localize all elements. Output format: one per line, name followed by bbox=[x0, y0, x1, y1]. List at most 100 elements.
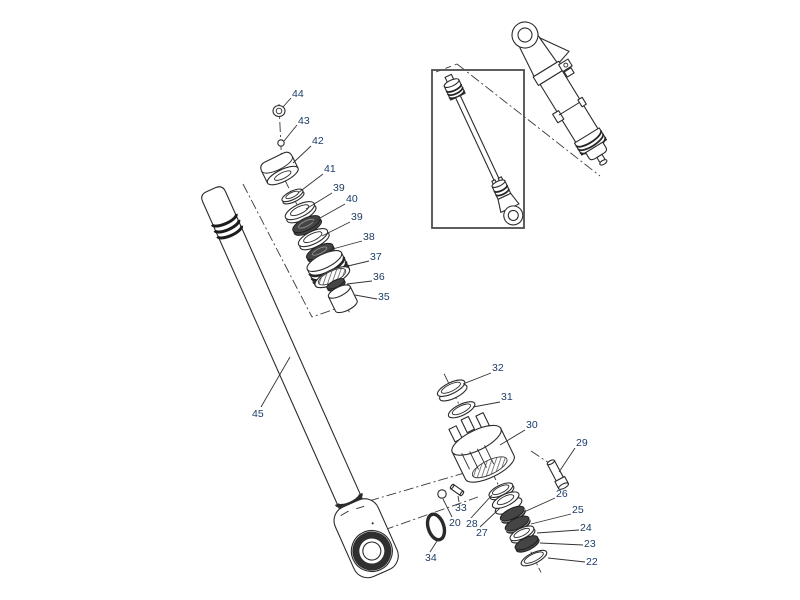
port-fitting bbox=[558, 58, 573, 73]
piston-top-face bbox=[306, 249, 343, 272]
socket-bolt bbox=[546, 459, 570, 490]
callout-38: 38 bbox=[363, 231, 375, 243]
seal-ring-25 bbox=[504, 515, 530, 532]
callout-29: 29 bbox=[576, 437, 588, 449]
port-hole bbox=[563, 62, 569, 68]
leader-lines bbox=[260, 97, 586, 563]
end-cap bbox=[585, 141, 608, 161]
construction-lines bbox=[242, 63, 601, 531]
port-fitting bbox=[563, 67, 575, 78]
callout-27: 27 bbox=[476, 527, 488, 539]
callout-44: 44 bbox=[292, 88, 304, 100]
seal-ring-39 bbox=[297, 228, 329, 248]
cylinder-rod bbox=[201, 186, 399, 579]
bolt-tip bbox=[546, 459, 556, 466]
mid-clamp bbox=[552, 110, 565, 124]
eye-head bbox=[497, 192, 520, 213]
inset bbox=[431, 69, 525, 229]
piston-top bbox=[443, 78, 460, 88]
callout-37: 37 bbox=[370, 251, 382, 263]
centerline-rod-projection bbox=[242, 183, 313, 318]
thread-band bbox=[210, 213, 238, 228]
callout-36: 36 bbox=[373, 271, 385, 283]
callout-26: 26 bbox=[556, 488, 568, 500]
pin-end bbox=[459, 490, 465, 497]
callout-23: 23 bbox=[584, 538, 596, 550]
callout-34: 34 bbox=[425, 552, 437, 564]
spacer-top bbox=[327, 284, 351, 299]
callout-40: 40 bbox=[346, 193, 358, 205]
callout-45: 45 bbox=[252, 408, 264, 420]
wiper-ring-22 bbox=[520, 549, 548, 567]
o-ring-31 bbox=[447, 401, 476, 419]
thread-band bbox=[213, 219, 241, 234]
stack-centerline bbox=[276, 162, 350, 313]
eye-bore-ring bbox=[352, 531, 392, 571]
gland-top bbox=[491, 179, 506, 189]
gland-band bbox=[577, 133, 605, 152]
clamp-lug bbox=[577, 96, 587, 108]
centerline-bolt bbox=[530, 450, 550, 464]
callout-41: 41 bbox=[324, 163, 336, 175]
gland-top-face bbox=[451, 424, 502, 456]
callout-39-upper: 39 bbox=[333, 182, 345, 194]
callout-25: 25 bbox=[572, 504, 584, 516]
callout-35: 35 bbox=[378, 291, 390, 303]
pin-end bbox=[449, 483, 455, 490]
eye-bore-hole bbox=[362, 541, 382, 561]
inset-box bbox=[431, 69, 525, 229]
o-ring-34 bbox=[425, 512, 447, 542]
head-dot bbox=[371, 522, 374, 525]
piston-band bbox=[447, 87, 464, 97]
callout-42: 42 bbox=[312, 135, 324, 147]
seal-ring-28-bore bbox=[491, 484, 510, 496]
callout-43: 43 bbox=[298, 115, 310, 127]
top-eye-bore bbox=[517, 27, 533, 43]
callout-28: 28 bbox=[466, 518, 478, 530]
centerline-inset-projection bbox=[456, 63, 601, 177]
rod-tube bbox=[201, 186, 363, 510]
spacer-body bbox=[327, 285, 358, 314]
rod-shaft bbox=[455, 95, 502, 186]
piston-stack bbox=[260, 151, 358, 314]
head-mark bbox=[356, 505, 365, 510]
callout-30: 30 bbox=[526, 419, 538, 431]
gland-band bbox=[493, 184, 508, 193]
seal-ring-40-bore bbox=[298, 218, 315, 229]
lock-nut-hole bbox=[275, 107, 283, 115]
eye-bore bbox=[507, 209, 519, 221]
cap-rim bbox=[261, 156, 293, 174]
callout-24: 24 bbox=[580, 522, 592, 534]
head-mark bbox=[340, 510, 349, 516]
seal-ring-39-bore bbox=[303, 231, 323, 244]
gland-thread-bore bbox=[471, 456, 508, 479]
steel-ball bbox=[437, 489, 447, 499]
lock-nut bbox=[272, 104, 286, 118]
o-ring-31-bore bbox=[451, 403, 471, 416]
gusset-plate bbox=[539, 37, 570, 65]
seal-ring-39-bore bbox=[290, 204, 310, 217]
callout-32: 32 bbox=[492, 362, 504, 374]
seal-ring-41-bore bbox=[285, 190, 300, 200]
seal-ring-38-bore bbox=[311, 246, 328, 256]
thread-band bbox=[216, 225, 243, 240]
bolt-head-face bbox=[557, 482, 570, 490]
seal-ring-23 bbox=[514, 535, 539, 551]
seal-ring-26 bbox=[499, 505, 525, 522]
piston-band bbox=[445, 83, 462, 93]
callout-33: 33 bbox=[455, 502, 467, 514]
assembled-cylinder-thumbnail bbox=[511, 21, 608, 166]
backup-ring-32 bbox=[436, 379, 466, 397]
fasteners bbox=[272, 104, 286, 147]
gland-slot bbox=[469, 451, 479, 470]
end-fitting-knob bbox=[599, 159, 608, 166]
set-pin bbox=[449, 483, 465, 497]
clamp-strap bbox=[558, 101, 582, 116]
wiper-ring-22-bore bbox=[523, 551, 544, 564]
cap-bore bbox=[274, 170, 292, 181]
gland-slot bbox=[461, 452, 470, 470]
callout-22: 22 bbox=[586, 556, 598, 568]
callout-39-lower: 39 bbox=[351, 211, 363, 223]
callout-labels: 44 43 42 41 39 40 39 38 37 36 35 45 32 3… bbox=[252, 88, 598, 568]
